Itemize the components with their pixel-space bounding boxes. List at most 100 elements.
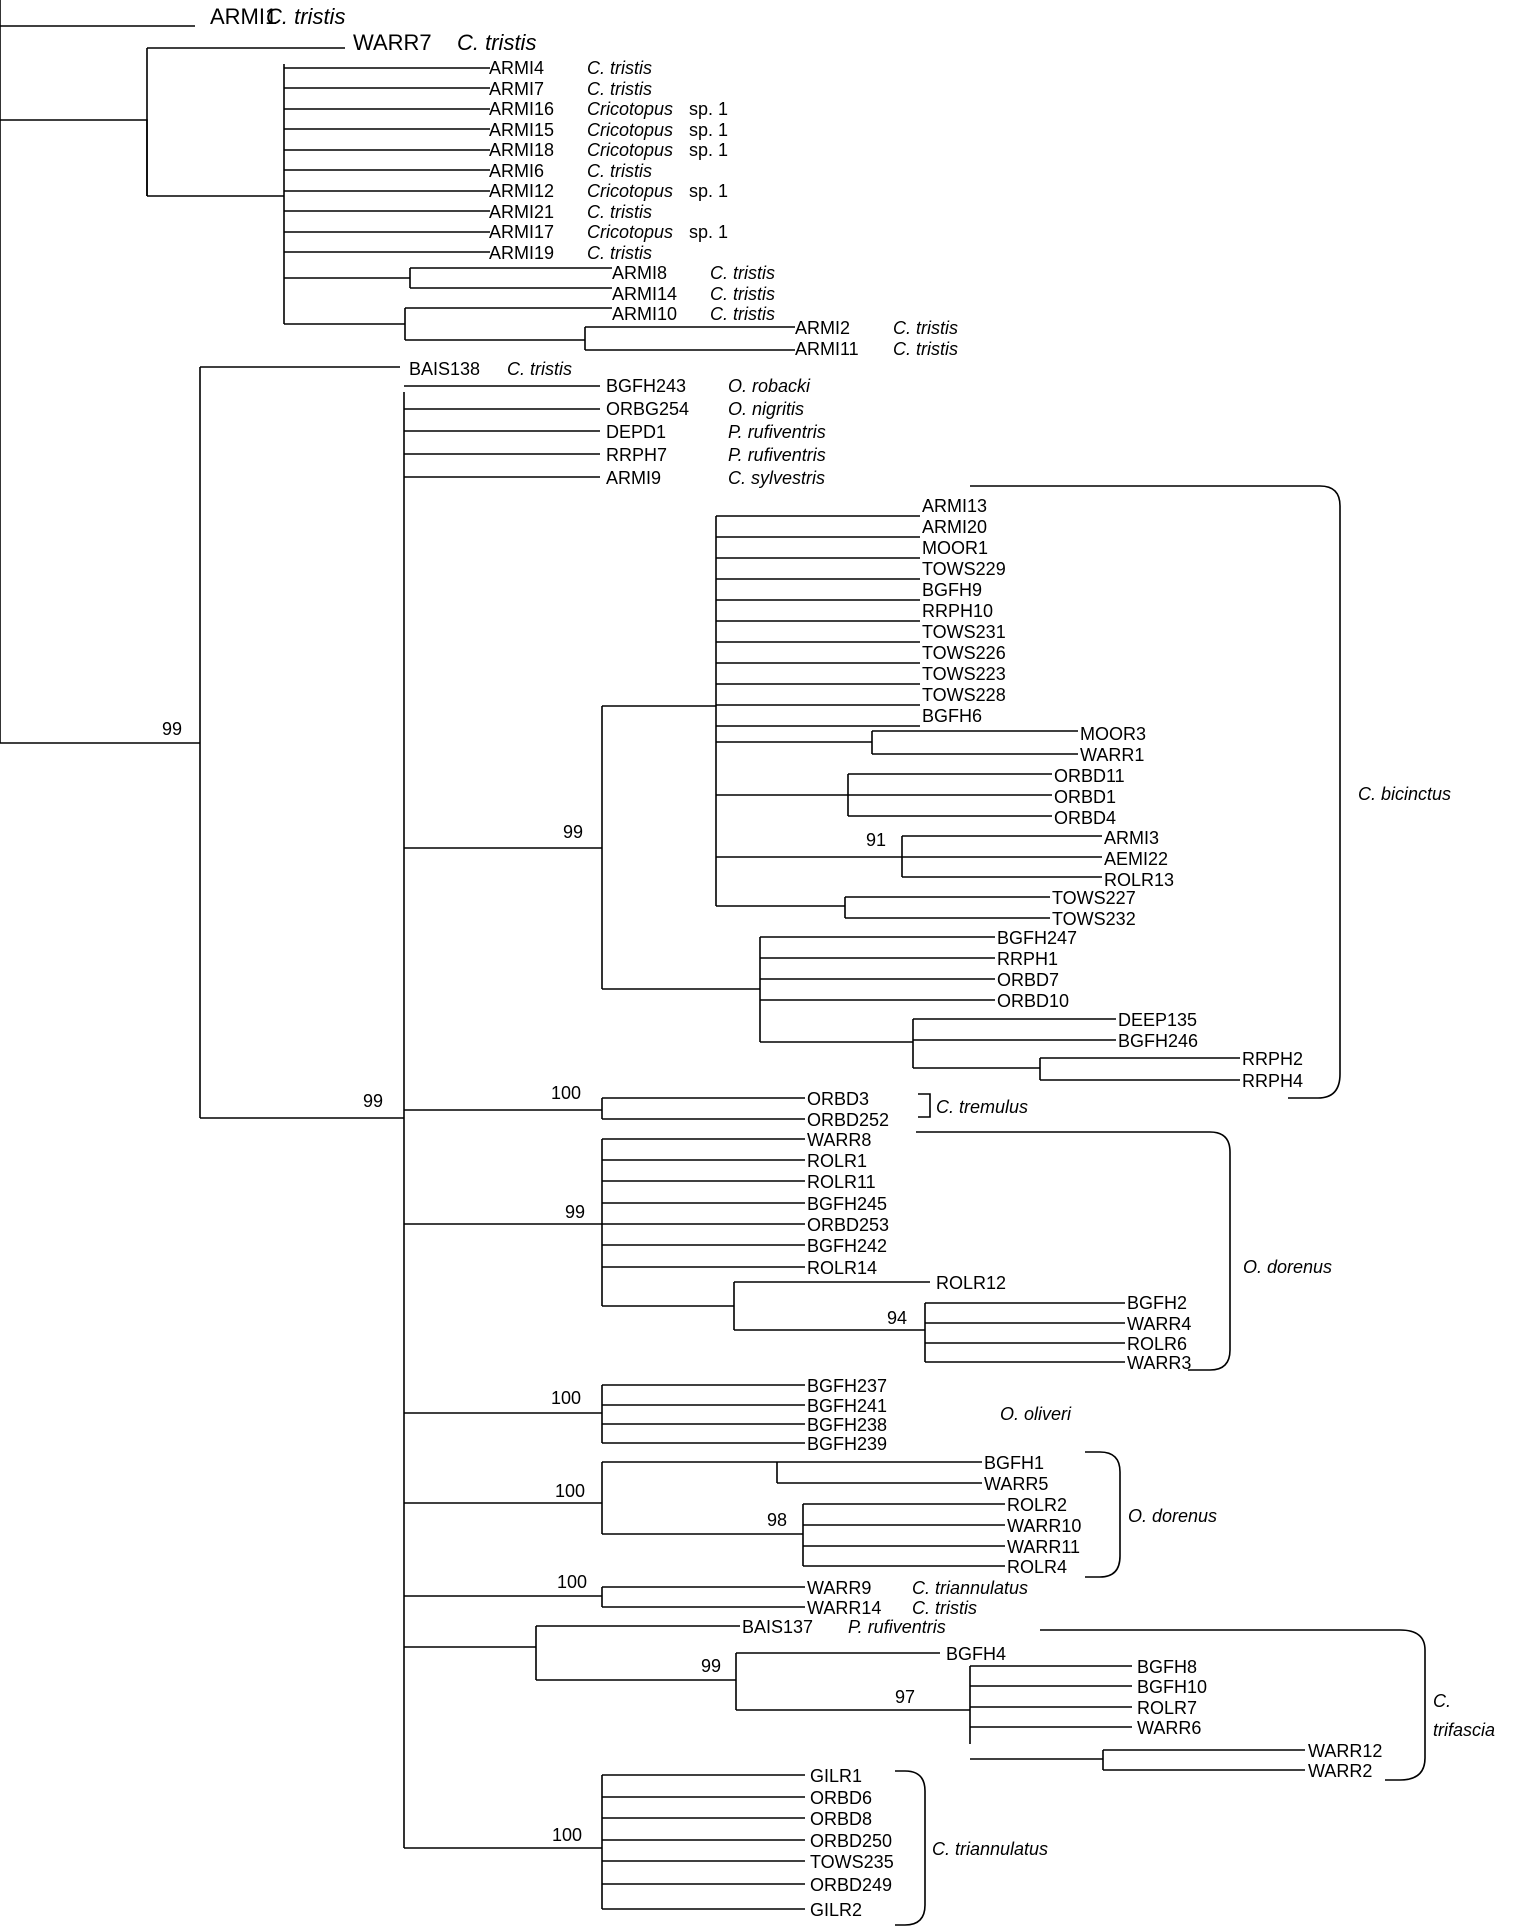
taxon-TOWS228: TOWS228 bbox=[922, 685, 1006, 705]
bootstrap-dorenus2: 100 bbox=[555, 1481, 585, 1501]
clade-label-oliveri: O. oliveri bbox=[1000, 1404, 1072, 1424]
taxon-ARMI7: ARMI7 bbox=[489, 79, 544, 99]
taxon-ARMI1: ARMI1 bbox=[210, 4, 277, 29]
taxon-BGFH10: BGFH10 bbox=[1137, 1677, 1207, 1697]
taxon-BGFH245: BGFH245 bbox=[807, 1194, 887, 1214]
bootstrap-tremulus: 100 bbox=[551, 1083, 581, 1103]
taxon-BGFH1: BGFH1 bbox=[984, 1453, 1044, 1473]
bootstrap-armi3: 91 bbox=[866, 830, 886, 850]
taxon-BGFH8: BGFH8 bbox=[1137, 1657, 1197, 1677]
taxon-ARMI15: ARMI15 bbox=[489, 120, 554, 140]
taxon-WARR1: WARR1 bbox=[1080, 745, 1144, 765]
taxon-ARMI19-species: C. tristis bbox=[587, 243, 652, 263]
taxon-ORBD4: ORBD4 bbox=[1054, 808, 1116, 828]
taxon-ARMI18-species-suffix: sp. 1 bbox=[689, 140, 728, 160]
taxon-ARMI15-species: Cricotopus bbox=[587, 120, 673, 140]
taxon-ARMI11-species: C. tristis bbox=[893, 339, 958, 359]
taxon-ARMI17: ARMI17 bbox=[489, 222, 554, 242]
taxon-BGFH4: BGFH4 bbox=[946, 1644, 1006, 1664]
taxon-ARMI10: ARMI10 bbox=[612, 304, 677, 324]
taxon-labels: ARMI1 C. tristis WARR7 C. tristis ARMI4 … bbox=[210, 4, 1382, 1920]
taxon-RRPH1: RRPH1 bbox=[997, 949, 1058, 969]
taxon-TOWS223: TOWS223 bbox=[922, 664, 1006, 684]
taxon-ORBG254-species: O. nigritis bbox=[728, 399, 804, 419]
taxon-WARR11: WARR11 bbox=[1007, 1537, 1080, 1557]
taxon-WARR12: WARR12 bbox=[1308, 1741, 1382, 1761]
taxon-WARR5: WARR5 bbox=[984, 1474, 1048, 1494]
taxon-ARMI10-species: C. tristis bbox=[710, 304, 775, 324]
taxon-BGFH247: BGFH247 bbox=[997, 928, 1077, 948]
bootstrap-bgfh2: 94 bbox=[887, 1308, 907, 1328]
taxon-ARMI4: ARMI4 bbox=[489, 58, 544, 78]
taxon-BGFH6: BGFH6 bbox=[922, 706, 982, 726]
taxon-ARMI12: ARMI12 bbox=[489, 181, 554, 201]
taxon-AEMI22: AEMI22 bbox=[1104, 849, 1168, 869]
taxon-BGFH239: BGFH239 bbox=[807, 1434, 887, 1454]
taxon-WARR10: WARR10 bbox=[1007, 1516, 1081, 1536]
taxon-BAIS137-species: P. rufiventris bbox=[848, 1617, 946, 1637]
taxon-WARR4: WARR4 bbox=[1127, 1314, 1191, 1334]
bootstrap-oliveri: 100 bbox=[551, 1388, 581, 1408]
bootstrap-bgfh8: 97 bbox=[895, 1687, 915, 1707]
taxon-ARMI21: ARMI21 bbox=[489, 202, 554, 222]
taxon-WARR9: WARR9 bbox=[807, 1578, 871, 1598]
taxon-ORBD1: ORBD1 bbox=[1054, 787, 1116, 807]
clade-label-tremulus: C. tremulus bbox=[936, 1097, 1028, 1117]
clade-brackets bbox=[895, 485, 1426, 1926]
taxon-BAIS138: BAIS138 bbox=[409, 359, 480, 379]
taxon-ARMI3: ARMI3 bbox=[1104, 828, 1159, 848]
taxon-BGFH241: BGFH241 bbox=[807, 1396, 887, 1416]
taxon-GILR2: GILR2 bbox=[810, 1900, 862, 1920]
taxon-BGFH243-species: O. robacki bbox=[728, 376, 811, 396]
taxon-ARMI14: ARMI14 bbox=[612, 284, 677, 304]
taxon-TOWS227: TOWS227 bbox=[1052, 888, 1136, 908]
clade-labels: C. bicinctus C. tremulus O. dorenus O. o… bbox=[932, 784, 1495, 1859]
taxon-ARMI12-species-suffix: sp. 1 bbox=[689, 181, 728, 201]
bootstrap-root: 99 bbox=[162, 719, 182, 739]
taxon-ROLR4: ROLR4 bbox=[1007, 1557, 1067, 1577]
taxon-BGFH237: BGFH237 bbox=[807, 1376, 887, 1396]
taxon-ARMI14-species: C. tristis bbox=[710, 284, 775, 304]
clade-label-triannulatus: C. triannulatus bbox=[932, 1839, 1048, 1859]
taxon-ORBD253: ORBD253 bbox=[807, 1215, 889, 1235]
taxon-RRPH4: RRPH4 bbox=[1242, 1071, 1303, 1091]
taxon-ORBD7: ORBD7 bbox=[997, 970, 1059, 990]
taxon-ARMI2-species: C. tristis bbox=[893, 318, 958, 338]
taxon-ARMI13: ARMI13 bbox=[922, 496, 987, 516]
taxon-MOOR3: MOOR3 bbox=[1080, 724, 1146, 744]
bootstrap-dorenus: 99 bbox=[565, 1202, 585, 1222]
taxon-ORBG254: ORBG254 bbox=[606, 399, 689, 419]
taxon-ARMI7-species: C. tristis bbox=[587, 79, 652, 99]
bootstrap-bicinctus: 99 bbox=[563, 822, 583, 842]
taxon-WARR8: WARR8 bbox=[807, 1130, 871, 1150]
taxon-RRPH2: RRPH2 bbox=[1242, 1049, 1303, 1069]
taxon-BGFH9: BGFH9 bbox=[922, 580, 982, 600]
taxon-WARR7: WARR7 bbox=[353, 30, 432, 55]
taxon-DEPD1: DEPD1 bbox=[606, 422, 666, 442]
taxon-ORBD11: ORBD11 bbox=[1054, 766, 1125, 786]
taxon-RRPH7-species: P. rufiventris bbox=[728, 445, 826, 465]
clade-label-trifascia-line2: trifascia bbox=[1433, 1720, 1495, 1740]
taxon-WARR14: WARR14 bbox=[807, 1598, 881, 1618]
taxon-BAIS138-species: C. tristis bbox=[507, 359, 572, 379]
taxon-ORBD3: ORBD3 bbox=[807, 1089, 869, 1109]
taxon-TOWS232: TOWS232 bbox=[1052, 909, 1136, 929]
taxon-ROLR7: ROLR7 bbox=[1137, 1698, 1197, 1718]
taxon-WARR7-species: C. tristis bbox=[457, 30, 536, 55]
taxon-ARMI20: ARMI20 bbox=[922, 517, 987, 537]
taxon-ARMI18: ARMI18 bbox=[489, 140, 554, 160]
taxon-TOWS235: TOWS235 bbox=[810, 1852, 894, 1872]
taxon-ARMI17-species: Cricotopus bbox=[587, 222, 673, 242]
taxon-ARMI2: ARMI2 bbox=[795, 318, 850, 338]
taxon-ORBD8: ORBD8 bbox=[810, 1809, 872, 1829]
taxon-BAIS137: BAIS137 bbox=[742, 1617, 813, 1637]
taxon-ROLR2: ROLR2 bbox=[1007, 1495, 1067, 1515]
clade-label-dorenus-1: O. dorenus bbox=[1243, 1257, 1332, 1277]
taxon-ROLR11: ROLR11 bbox=[807, 1172, 876, 1192]
taxon-ARMI1-species: C. tristis bbox=[266, 4, 345, 29]
taxon-BGFH242: BGFH242 bbox=[807, 1236, 887, 1256]
taxon-RRPH7: RRPH7 bbox=[606, 445, 667, 465]
taxon-MOOR1: MOOR1 bbox=[922, 538, 988, 558]
bootstrap-values: 99 99 99 91 100 99 94 100 100 98 100 99 … bbox=[162, 719, 915, 1845]
